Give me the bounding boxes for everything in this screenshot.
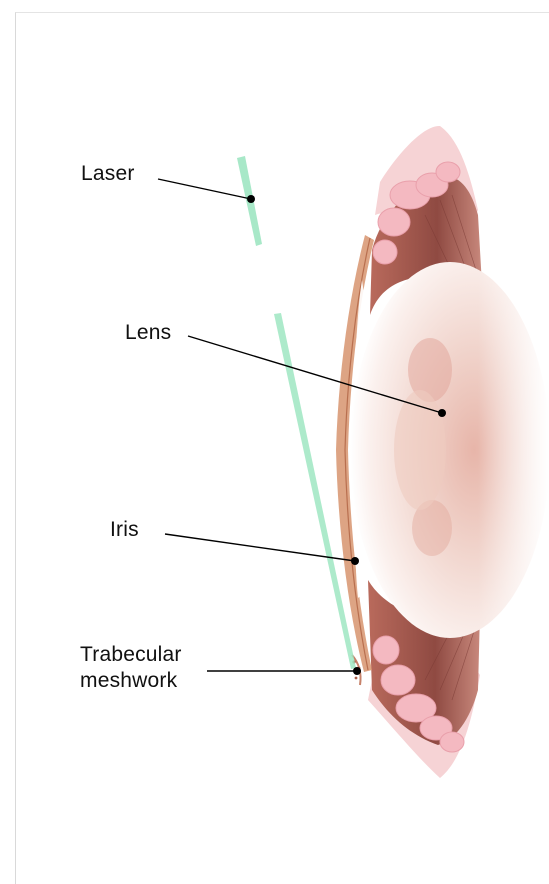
lens-dot — [438, 409, 446, 417]
iris-dot — [351, 557, 359, 565]
trabecular-dot — [353, 667, 361, 675]
laser-dot — [247, 195, 255, 203]
lens-core — [394, 390, 446, 510]
trabecular-meshwork-label: Trabecular meshwork — [80, 642, 230, 694]
trabecular-label-line1: Trabecular — [80, 642, 230, 668]
right-fade — [478, 110, 549, 810]
lens-label: Lens — [125, 320, 171, 346]
laser-label: Laser — [81, 161, 135, 187]
laser-leader-line — [158, 179, 251, 199]
iris-label: Iris — [110, 517, 139, 543]
trabecular-label-line2: meshwork — [80, 668, 230, 694]
